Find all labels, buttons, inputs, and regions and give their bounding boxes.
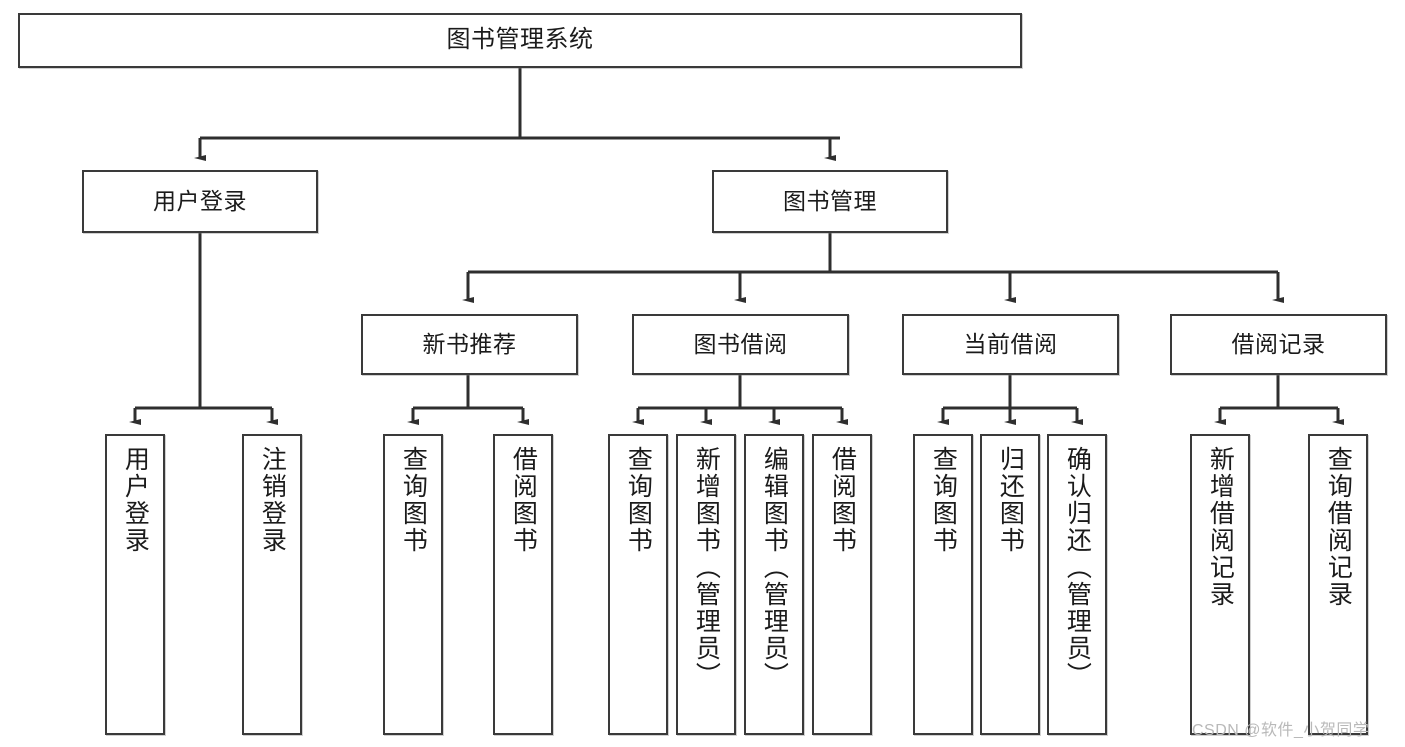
node-label: 编辑图书（管理员） — [760, 446, 789, 689]
leaf-user-login-login[interactable]: 用户登录 — [105, 434, 165, 735]
node-label: 查询图书 — [399, 446, 428, 554]
node-label: 归还图书 — [996, 446, 1025, 554]
node-label: 当前借阅 — [963, 330, 1058, 357]
node-label: 查询借阅记录 — [1324, 446, 1353, 608]
node-label: 借阅图书 — [509, 446, 538, 554]
leaf-current-return[interactable]: 归还图书 — [980, 434, 1040, 735]
node-label: 查询图书 — [624, 446, 653, 554]
node-label: 图书管理 — [783, 187, 877, 214]
node-label: 注销登录 — [258, 446, 287, 554]
node-label: 查询图书 — [929, 446, 958, 554]
node-current-borrow[interactable]: 当前借阅 — [902, 314, 1119, 375]
leaf-user-login-logout[interactable]: 注销登录 — [242, 434, 302, 735]
node-label: 借阅图书 — [828, 446, 857, 554]
leaf-current-query[interactable]: 查询图书 — [913, 434, 973, 735]
node-label: 新书推荐 — [422, 330, 517, 357]
node-new-book-recommend[interactable]: 新书推荐 — [361, 314, 578, 375]
leaf-current-confirm-return-admin[interactable]: 确认归还（管理员） — [1047, 434, 1107, 735]
node-label: 确认归还（管理员） — [1063, 446, 1092, 689]
node-book-management[interactable]: 图书管理 — [712, 170, 948, 233]
node-borrow-record[interactable]: 借阅记录 — [1170, 314, 1387, 375]
leaf-borrow-query[interactable]: 查询图书 — [608, 434, 668, 735]
node-root-system[interactable]: 图书管理系统 — [18, 13, 1022, 68]
leaf-new-book-borrow[interactable]: 借阅图书 — [493, 434, 553, 735]
node-label: 用户登录 — [153, 187, 247, 214]
watermark-text: CSDN @软件_小贺同学 — [1192, 722, 1370, 739]
leaf-borrow-edit-admin[interactable]: 编辑图书（管理员） — [744, 434, 804, 735]
node-user-login[interactable]: 用户登录 — [82, 170, 318, 233]
node-label: 图书借阅 — [693, 330, 788, 357]
leaf-record-add[interactable]: 新增借阅记录 — [1190, 434, 1250, 735]
node-label: 借阅记录 — [1231, 330, 1326, 357]
node-label: 新增借阅记录 — [1206, 446, 1235, 608]
node-book-borrow[interactable]: 图书借阅 — [632, 314, 849, 375]
leaf-new-book-query[interactable]: 查询图书 — [383, 434, 443, 735]
leaf-borrow-add-admin[interactable]: 新增图书（管理员） — [676, 434, 736, 735]
node-label: 用户登录 — [121, 446, 150, 554]
node-label: 新增图书（管理员） — [692, 446, 721, 689]
leaf-borrow-borrow-book[interactable]: 借阅图书 — [812, 434, 872, 735]
leaf-record-query[interactable]: 查询借阅记录 — [1308, 434, 1368, 735]
node-label: 图书管理系统 — [446, 26, 594, 54]
